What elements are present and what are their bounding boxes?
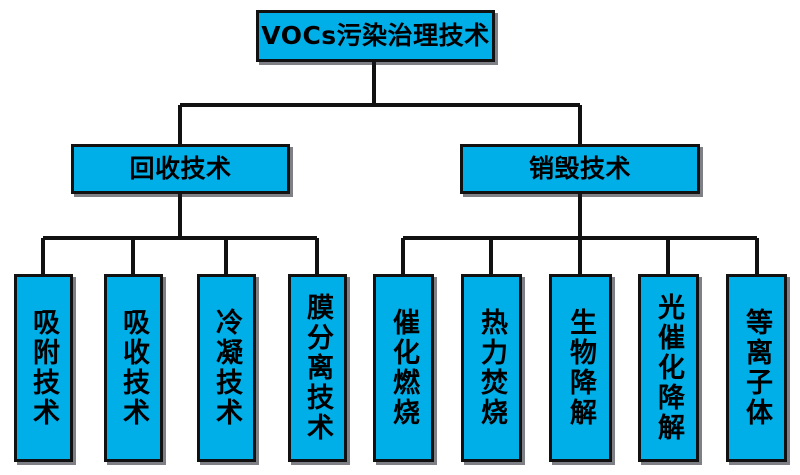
node-branch-destruction-label: 销毁技术 xyxy=(528,154,631,183)
node-leaf-membrane-separation[interactable]: 膜分离技术 xyxy=(288,274,347,462)
node-leaf-plasma[interactable]: 等离子体 xyxy=(726,274,787,462)
node-leaf-membrane-separation-label: 膜分离技术 xyxy=(302,293,333,443)
node-leaf-condensation[interactable]: 冷凝技术 xyxy=(197,274,256,462)
node-leaf-photocatalytic-degradation[interactable]: 光催化降解 xyxy=(638,274,699,462)
node-leaf-catalytic-combustion-label: 催化燃烧 xyxy=(388,308,419,428)
node-leaf-catalytic-combustion[interactable]: 催化燃烧 xyxy=(373,274,434,462)
node-leaf-thermal-incineration-label: 热力焚烧 xyxy=(476,308,507,428)
node-leaf-biodegradation-label: 生物降解 xyxy=(565,308,596,428)
node-leaf-photocatalytic-degradation-label: 光催化降解 xyxy=(653,293,684,443)
node-branch-destruction[interactable]: 销毁技术 xyxy=(460,144,700,194)
node-leaf-absorption[interactable]: 吸收技术 xyxy=(104,274,163,462)
node-branch-recovery[interactable]: 回收技术 xyxy=(71,144,290,194)
node-branch-recovery-label: 回收技术 xyxy=(129,154,232,183)
node-leaf-adsorption-label: 吸附技术 xyxy=(28,308,59,428)
node-leaf-plasma-label: 等离子体 xyxy=(741,308,772,428)
node-leaf-adsorption[interactable]: 吸附技术 xyxy=(14,274,73,462)
node-root-label: VOCs污染治理技术 xyxy=(261,21,490,50)
node-root[interactable]: VOCs污染治理技术 xyxy=(256,10,495,62)
node-leaf-condensation-label: 冷凝技术 xyxy=(211,308,242,428)
node-leaf-absorption-label: 吸收技术 xyxy=(118,308,149,428)
node-leaf-thermal-incineration[interactable]: 热力焚烧 xyxy=(461,274,522,462)
node-leaf-biodegradation[interactable]: 生物降解 xyxy=(549,274,612,462)
